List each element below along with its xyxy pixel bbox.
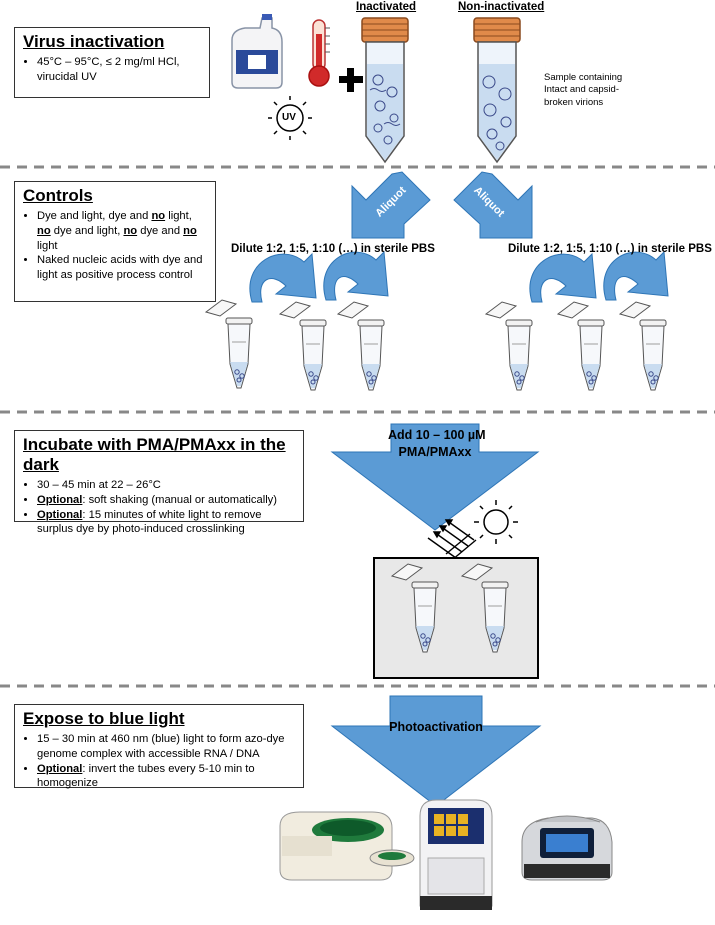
incubate-bullet-3: Optional: 15 minutes of white light to r… <box>37 508 295 538</box>
incubate-box: Incubate with PMA/PMAxx in the dark 30 –… <box>14 430 304 535</box>
expose-title: Expose to blue light <box>23 709 185 728</box>
photoactivation-label: Photoactivation <box>389 720 483 734</box>
add-pma-label-line-1: Add 10 – 100 µM <box>388 428 486 442</box>
light-rays-icon <box>427 519 477 561</box>
controls-box: Controls Dye and light, dye and no light… <box>14 181 216 302</box>
uv-lamp-icon <box>268 96 312 140</box>
sample-note: Sample containing Intact and capsid-brok… <box>544 72 623 108</box>
falcon-tube-inactivated <box>361 17 409 164</box>
eppendorf-tube-6 <box>618 301 667 391</box>
dilute-label-right: Dilute 1:2, 1:5, 1:10 (…) in sterile PBS <box>508 243 712 255</box>
uv-label: UV <box>282 112 296 123</box>
dilution-arrows-right <box>529 250 669 303</box>
add-pma-label-line-2: PMA/PMAxx <box>398 445 472 459</box>
incubate-bullet-2: Optional: soft shaking (manual or automa… <box>37 493 295 508</box>
eppendorf-tube-2 <box>278 301 327 391</box>
expose-bullet-1: 15 – 30 min at 460 nm (blue) light to fo… <box>37 732 295 762</box>
thermometer-icon <box>308 19 330 87</box>
plus-icon <box>339 68 363 92</box>
controls-bullet-2: Naked nucleic acids with dye and light a… <box>37 253 207 283</box>
eppendorf-tube-5 <box>556 301 605 391</box>
label-inactivated: Inactivated <box>356 1 417 13</box>
qpcr-instrument-image <box>419 799 493 910</box>
aliquot-arrow-right <box>453 171 533 239</box>
white-light-sun-icon <box>474 500 518 544</box>
eppendorf-tube-dark-1 <box>390 563 439 653</box>
eppendorf-tube-4 <box>484 301 533 391</box>
bleach-bottle-icon <box>231 14 283 89</box>
virus-inactivation-title: Virus inactivation <box>23 32 165 51</box>
add-pma-arrow <box>330 423 540 531</box>
dilution-arrows-left <box>249 250 389 303</box>
photoactivation-arrow <box>330 695 542 807</box>
dilute-label-left: Dilute 1:2, 1:5, 1:10 (…) in sterile PBS <box>231 243 435 255</box>
falcon-tube-non-inactivated <box>473 17 521 164</box>
incubate-title: Incubate with PMA/PMAxx in the dark <box>23 435 286 474</box>
label-non-inactivated: Non-inactivated <box>458 1 545 13</box>
incubator-instrument-image <box>279 811 415 881</box>
controls-title: Controls <box>23 186 93 205</box>
controls-bullet-1: Dye and light, dye and no light, no dye … <box>37 209 207 253</box>
incubate-bullet-1: 30 – 45 min at 22 – 26°C <box>37 478 295 493</box>
eppendorf-tubes <box>204 299 667 653</box>
thermocycler-instrument-image <box>521 815 613 881</box>
expose-box: Expose to blue light 15 – 30 min at 460 … <box>14 704 304 789</box>
virus-inactivation-box: Virus inactivation 45°C – 95°C, ≤ 2 mg/m… <box>14 27 210 98</box>
virus-inactivation-bullet-1: 45°C – 95°C, ≤ 2 mg/ml HCl, virucidal UV <box>37 55 201 85</box>
eppendorf-tube-1 <box>204 299 253 389</box>
expose-bullet-2: Optional: invert the tubes every 5-10 mi… <box>37 762 295 792</box>
eppendorf-tube-3 <box>336 301 385 391</box>
aliquot-arrow-left <box>351 171 431 239</box>
eppendorf-tube-dark-2 <box>460 563 509 653</box>
